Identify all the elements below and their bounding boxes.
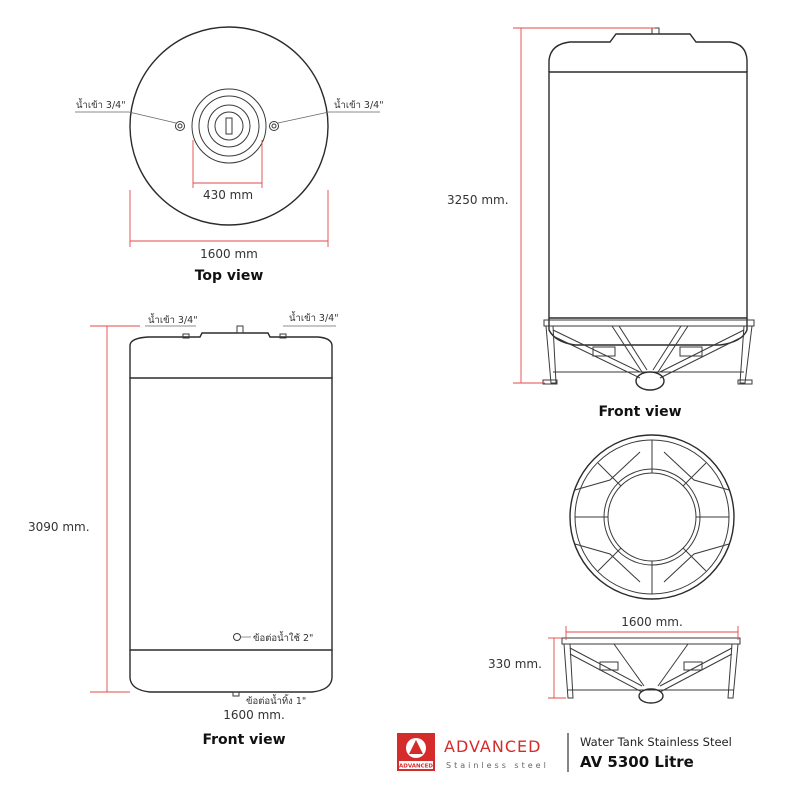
- brand-logo-label-bg: [399, 761, 433, 769]
- stand-brace-5: [611, 325, 643, 373]
- stand-side-crossbar-right: [683, 661, 703, 671]
- top-view-inlet-right-label: น้ำเข้า 3/4": [334, 98, 384, 111]
- stand-frame: [542, 319, 755, 391]
- stand-spoke-6: [682, 462, 707, 487]
- stand-tank-vent: [651, 27, 660, 35]
- brand-name: ADVANCED: [444, 737, 541, 756]
- stand-side-brace-6: [657, 643, 689, 687]
- stand-foot-right: [737, 379, 753, 385]
- front-tank-width-label: 1600 mm.: [223, 708, 285, 722]
- stand-side-leg-left: [563, 643, 574, 699]
- stand-tank-bottom: [548, 318, 748, 346]
- stand-brace-arc-2: [663, 451, 730, 491]
- front-view-stand: 3250 mm. Front view: [447, 27, 755, 420]
- stand-side-brace-3: [659, 647, 733, 687]
- stand-top-detail: [569, 434, 735, 600]
- front-tank-drain: [232, 691, 240, 697]
- stand-brace-7: [657, 325, 689, 373]
- stand-ring-top: [543, 319, 755, 327]
- top-view-tank-outline: [129, 26, 329, 226]
- front-tank-outlet-use-label: ข้อต่อน้ำใช้ 2": [253, 631, 313, 644]
- stand-foot-left: [542, 379, 558, 385]
- brand-logo-label: ADVANCED: [399, 764, 433, 770]
- stand-drain-bulb: [635, 371, 665, 391]
- product-model: AV 5300 Litre: [580, 753, 694, 771]
- top-view-lid-cap: [214, 111, 244, 141]
- front-tank-drain-label: ข้อต่อน้ำทิ้ง 1": [246, 694, 306, 707]
- stand-side-detail: 1600 mm. 330 mm.: [488, 615, 741, 704]
- stand-brace-arc-1: [574, 451, 641, 491]
- top-view-lid-outer: [191, 88, 267, 164]
- front-tank-inlet-left: [182, 333, 190, 339]
- front-tank-inlet-right: [279, 333, 287, 339]
- stand-spokes: [574, 440, 730, 594]
- stand-brace-arc-4: [663, 543, 730, 583]
- front-tank-bottom-cap: [129, 650, 333, 693]
- stand-spoke-8: [682, 547, 707, 572]
- stand-leg-left: [545, 325, 557, 384]
- stand-crossbar-right: [679, 346, 703, 357]
- stand-side-brace-4: [659, 653, 733, 693]
- top-view-lid-ring-inner: [207, 104, 251, 148]
- stand-side-drain-bulb: [638, 688, 664, 704]
- brand-logo-triangle: [409, 740, 423, 754]
- stand-ring-inner-inner: [607, 472, 697, 562]
- stand-ring-outer: [569, 434, 735, 600]
- stand-tank-body: [548, 71, 748, 319]
- brand-block: ADVANCED ADVANCED Stainless steel Water …: [397, 733, 732, 772]
- stand-spoke-7: [597, 547, 622, 572]
- stand-brace-1: [552, 329, 641, 373]
- front-tank-outlet-use: [233, 633, 241, 641]
- top-view-inlet-right: [269, 121, 279, 131]
- stand-brace-2: [552, 335, 641, 379]
- stand-side-width-label: 1600 mm.: [621, 615, 683, 629]
- stand-side-ring: [561, 637, 741, 645]
- stand-side-brace-2: [569, 653, 643, 693]
- front-view-tank: น้ำเข้า 3/4" น้ำเข้า 3/4" ข้อต่อน้ำใช้ 2…: [28, 311, 339, 748]
- front-tank-top-cap: [129, 332, 333, 378]
- top-view-lid-dim-label: 430 mm: [203, 188, 253, 202]
- top-view-inlet-left-leader: [75, 111, 177, 124]
- top-view-inlet-left-hole: [177, 123, 183, 129]
- top-view-inlet-right-hole: [271, 123, 277, 129]
- stand-side-crossbar-left: [599, 661, 619, 671]
- front-tank-vent: [236, 325, 244, 334]
- stand-brace-6: [618, 325, 648, 371]
- stand-side-height-label: 330 mm.: [488, 657, 542, 671]
- top-view-lid-handle: [225, 117, 233, 135]
- product-line: Water Tank Stainless Steel: [580, 735, 732, 749]
- stand-leg-right: [739, 325, 753, 384]
- front-tank-body: [129, 377, 333, 651]
- front-tank-inlet-left-label: น้ำเข้า 3/4": [148, 313, 198, 326]
- stand-tank-top-cap: [548, 33, 748, 72]
- stand-brace-8: [652, 325, 682, 371]
- top-view-lid-ring: [198, 95, 260, 157]
- stand-brace-4: [659, 335, 745, 379]
- front-tank-inlet-right-label: น้ำเข้า 3/4": [289, 311, 339, 324]
- top-view-inlet-right-leader: [277, 111, 380, 124]
- top-view: น้ำเข้า 3/4" น้ำเข้า 3/4" 430 mm 1600 mm…: [75, 26, 384, 284]
- stand-spoke-5: [597, 462, 622, 487]
- front-tank-height-label: 3090 mm.: [28, 520, 90, 534]
- top-view-dia-label: 1600 mm: [200, 247, 258, 261]
- front-tank-caption: Front view: [202, 732, 285, 748]
- stand-crossbar-left: [592, 346, 616, 357]
- brand-subtitle: Stainless steel: [446, 761, 549, 770]
- stand-side-brace-5: [613, 643, 645, 687]
- stand-height-label: 3250 mm.: [447, 193, 509, 207]
- stand-side-brace-1: [569, 647, 643, 687]
- stand-caption: Front view: [598, 404, 681, 420]
- top-view-inlet-left-label: น้ำเข้า 3/4": [76, 98, 126, 111]
- top-view-caption: Top view: [195, 268, 264, 284]
- top-view-inlet-left: [175, 121, 185, 131]
- stand-side-leg-right: [727, 643, 739, 699]
- stand-brace-arc-3: [574, 543, 641, 583]
